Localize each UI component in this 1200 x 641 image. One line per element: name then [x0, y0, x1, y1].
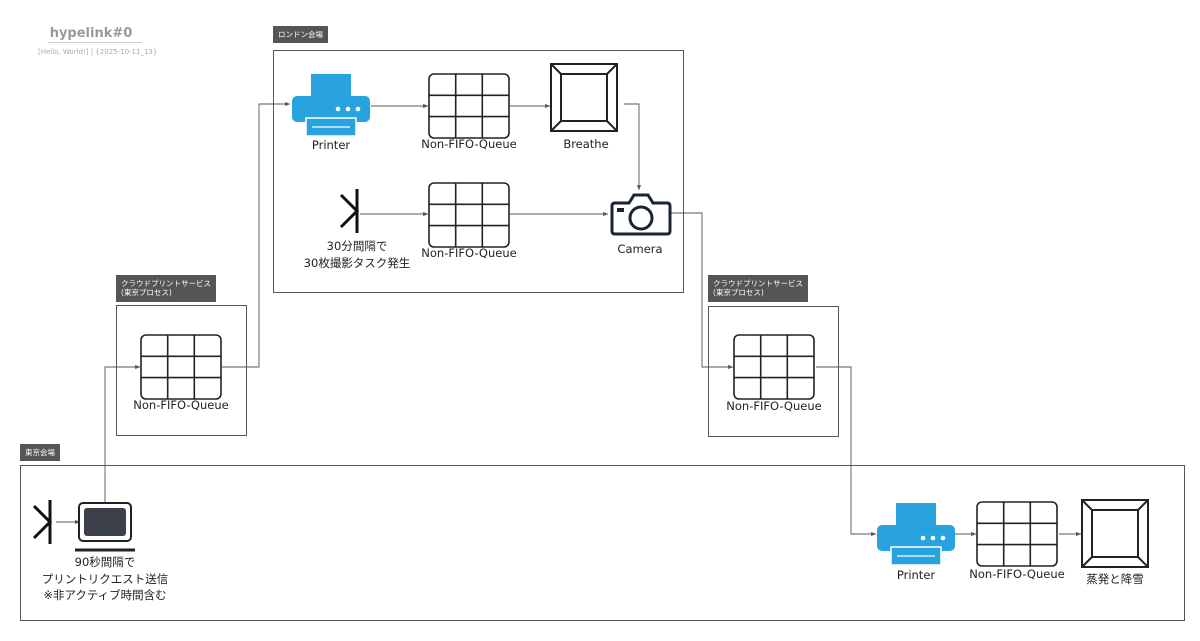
connector-breathe-to-camera — [624, 103, 642, 190]
cloud-service-left-group — [116, 305, 247, 436]
queue-london-1-label: Non-FIFO-Queue — [421, 137, 517, 151]
queue-grid-icon — [428, 182, 510, 248]
trigger-icon — [339, 187, 359, 235]
printer-london-label: Printer — [311, 138, 351, 152]
trigger-tokyo-label: 90秒間隔で プリントリクエスト送信 ※非アクティブ時間含む — [42, 554, 169, 604]
diagram-subtitle: [Hello, World!] | {2025-10-11_13} — [38, 48, 158, 56]
laptop-icon — [75, 502, 135, 552]
connector-cloud-queue-to-printer — [222, 101, 290, 368]
title-divider — [48, 42, 142, 43]
trigger-tokyo-line-2: プリントリクエスト送信 — [41, 571, 169, 586]
cloud-service-left-process: (東京プロセス) — [121, 288, 172, 298]
cloud-service-left-tag: クラウドプリントサービス (東京プロセス) — [116, 275, 216, 302]
cloud-service-right-name: クラウドプリントサービス — [713, 279, 803, 288]
evaporation-label: 蒸発と降雪 — [1086, 572, 1144, 586]
cloud-service-right-tag: クラウドプリントサービス (東京プロセス) — [708, 275, 808, 302]
queue-grid-icon — [733, 334, 815, 400]
printer-tokyo-label: Printer — [896, 568, 936, 582]
queue-cloud-right-label: Non-FIFO-Queue — [726, 399, 822, 413]
printer-icon — [876, 502, 956, 566]
cloud-service-left-name: クラウドプリントサービス — [121, 279, 211, 288]
connector-camera-to-cloud-queue — [671, 212, 733, 370]
trigger-london-line-1: 30分間隔で — [326, 239, 388, 253]
cloud-service-right-process: (東京プロセス) — [713, 288, 764, 298]
connectors — [56, 101, 1081, 537]
camera-label: Camera — [617, 242, 663, 256]
queue-cloud-left-label: Non-FIFO-Queue — [133, 398, 229, 412]
trigger-london-label: 30分間隔で 30枚撮影タスク発生 — [304, 238, 411, 271]
london-venue-tag: ロンドン会場 — [273, 26, 328, 44]
breathe-frame-icon — [550, 63, 618, 132]
queue-grid-icon — [976, 501, 1058, 567]
diagram-title: hypelink#0 — [49, 26, 133, 41]
connector-cloud-queue-to-printer — [816, 366, 876, 537]
tokyo-venue-tag: 東京会場 — [20, 444, 60, 462]
london-venue-group — [273, 50, 684, 293]
trigger-london-line-2: 30枚撮影タスク発生 — [303, 255, 411, 270]
camera-icon — [610, 193, 672, 236]
queue-london-2-label: Non-FIFO-Queue — [421, 246, 517, 260]
queue-tokyo-label: Non-FIFO-Queue — [969, 567, 1065, 581]
trigger-icon — [32, 498, 52, 546]
trigger-tokyo-line-1: 90秒間隔で — [74, 555, 136, 569]
queue-grid-icon — [140, 334, 222, 400]
tokyo-venue-group — [20, 465, 1185, 621]
connector-laptop-to-cloud-queue — [104, 364, 140, 503]
queue-grid-icon — [428, 73, 510, 139]
evaporation-frame-icon — [1081, 499, 1149, 568]
breathe-label: Breathe — [563, 137, 609, 151]
trigger-tokyo-line-3: ※非アクティブ時間含む — [43, 588, 167, 603]
cloud-service-right-group — [708, 306, 839, 437]
printer-icon — [291, 73, 371, 137]
